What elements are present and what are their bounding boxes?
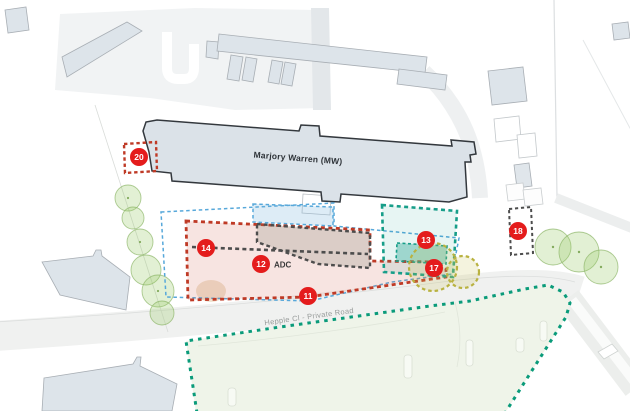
hepple-road-top-edge xyxy=(0,275,576,323)
site-boundary-dotted xyxy=(184,283,572,411)
marker-14: 14 xyxy=(197,239,215,257)
building-shed-1 xyxy=(226,54,244,82)
building-bottom-left-1 xyxy=(41,249,131,311)
marker-17: 17 xyxy=(425,259,443,277)
building-small-top-left xyxy=(4,6,30,34)
adc-label: ADC xyxy=(274,261,292,270)
field xyxy=(186,285,570,411)
hepple-road-band xyxy=(0,270,585,351)
marker-13: 13 xyxy=(417,231,435,249)
tree-path-line xyxy=(94,104,169,333)
field-inner-path xyxy=(197,301,461,368)
red-zone xyxy=(184,219,448,302)
markers-layer: 11 12 13 14 17 18 20 xyxy=(130,148,527,305)
olive-circle-small xyxy=(445,254,481,290)
roads-layer xyxy=(0,0,630,396)
trees-layer xyxy=(94,104,619,333)
field-layer xyxy=(184,283,619,411)
building-small-right xyxy=(513,162,533,189)
main-building xyxy=(142,119,477,203)
tan-blob xyxy=(196,280,226,302)
adc-zone xyxy=(255,222,372,270)
marker-11: 11 xyxy=(299,287,317,305)
building-wedge xyxy=(61,21,143,78)
building-shed-4 xyxy=(280,61,297,87)
building-strip-tab xyxy=(205,40,220,60)
bottom-right-road-center xyxy=(568,296,630,384)
field-path-marks xyxy=(227,320,548,407)
road-island xyxy=(597,343,619,360)
gray-dashed-rect xyxy=(507,205,535,257)
building-bottom-left-2 xyxy=(41,356,178,411)
marker-12: 12 xyxy=(252,255,270,273)
svg-text:18: 18 xyxy=(513,226,523,236)
marker-20: 20 xyxy=(130,148,148,166)
right-diagonal-road xyxy=(554,193,630,233)
svg-text:13: 13 xyxy=(421,235,431,245)
building-shed-3 xyxy=(267,59,284,85)
right-road-line xyxy=(553,0,558,198)
building-strip-wing xyxy=(396,68,448,91)
svg-text:14: 14 xyxy=(201,243,211,253)
building-small-top-right-corner xyxy=(611,21,630,41)
building-square-top-right xyxy=(487,66,528,106)
svg-text:11: 11 xyxy=(304,291,313,301)
right-road-diagonal-top xyxy=(582,39,630,130)
building-outline-right-2 xyxy=(516,132,538,159)
red-dashed-square xyxy=(122,140,159,175)
dark-dashed-line xyxy=(191,245,369,256)
building-shed-2 xyxy=(241,56,258,83)
u-shaped-road xyxy=(162,32,199,84)
svg-text:17: 17 xyxy=(429,263,439,273)
building-near-18-a xyxy=(505,182,526,202)
light-blue-area xyxy=(252,203,334,227)
building-near-18-b xyxy=(522,187,544,207)
svg-text:20: 20 xyxy=(134,152,144,162)
tree-center-dots xyxy=(126,196,603,293)
marker-18: 18 xyxy=(509,222,527,240)
svg-text:12: 12 xyxy=(256,259,266,269)
